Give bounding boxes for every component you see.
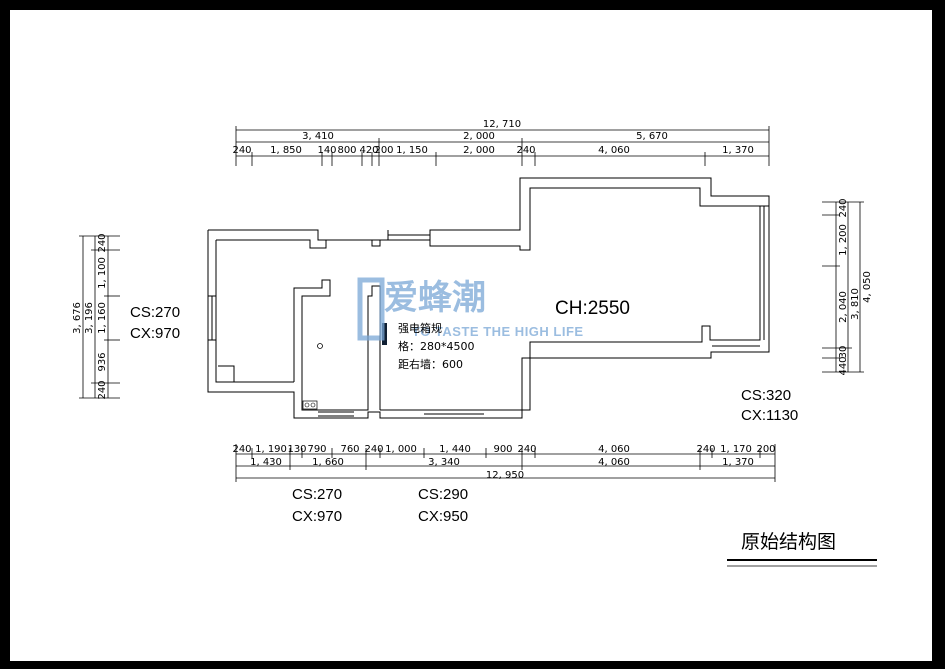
watermark-brand: 爱蜂潮 [384, 278, 486, 318]
dim-top-r1-c: 5, 670 [636, 131, 668, 142]
dim-right-1: 240 [838, 198, 849, 217]
dim-top-r2-5: 420 [359, 145, 378, 156]
dim-bot-r2-3: 3, 340 [428, 457, 460, 468]
panel-note-line1: 强电箱规 [398, 321, 442, 335]
floor-drain-icon [317, 343, 323, 349]
dim-right-5: 4, 050 [862, 271, 873, 303]
gas-meter-icon [302, 400, 318, 410]
dim-left-3: 240 [97, 233, 108, 252]
dim-left-4: 1, 100 [97, 257, 108, 289]
dim-bot-r1-5: 760 [340, 444, 359, 455]
watermark-slogan: TO TASTE THE HIGH LIFE [412, 324, 584, 339]
drawing-sheet [10, 10, 932, 661]
dim-top-r1-b: 2, 000 [463, 131, 495, 142]
right-window-cx: CX:1130 [741, 407, 798, 424]
dim-top-r2-1: 240 [232, 145, 251, 156]
dim-bot-r1-11: 4, 060 [598, 444, 630, 455]
dim-top-r1-a: 3, 410 [302, 131, 334, 142]
dim-left-6: 936 [97, 352, 108, 371]
dim-left-5: 1, 160 [97, 302, 108, 334]
dim-right-7: 30 [838, 346, 849, 359]
dim-bot-r2-1: 1, 430 [250, 457, 282, 468]
dim-top-r2-2: 1, 850 [270, 145, 302, 156]
bottom-window2-cx: CX:950 [418, 508, 468, 525]
dim-right-2: 1, 200 [838, 224, 849, 256]
dim-right-6: 440 [838, 356, 849, 375]
dim-top-r2-9: 240 [516, 145, 535, 156]
drawing-title: 原始结构图 [741, 531, 836, 553]
bottom-dimension-chain: 240 1, 190 130 790 760 240 1, 000 1, 440… [232, 444, 776, 482]
right-window-cs: CS:320 [741, 387, 791, 404]
ceiling-height-label: CH:2550 [555, 298, 630, 319]
panel-note-line3: 距右墙：600 [398, 357, 463, 371]
dim-bot-r1-14: 200 [756, 444, 775, 455]
dim-bot-r1-12: 240 [696, 444, 715, 455]
dim-top-r2-4: 800 [337, 145, 356, 156]
dim-top-r2-6: 200 [374, 145, 393, 156]
dim-top-overall: 12, 710 [483, 119, 521, 130]
dim-bot-r1-10: 240 [517, 444, 536, 455]
dim-bot-r2-5: 1, 370 [722, 457, 754, 468]
dim-top-r2-8: 2, 000 [463, 145, 495, 156]
top-dimension-chain: 12, 710 3, 410 2, 000 5, 670 240 1, 850 … [232, 119, 770, 166]
dim-top-r2-10: 4, 060 [598, 145, 630, 156]
bottom-window1-cs: CS:270 [292, 486, 342, 503]
dim-left-1: 3, 676 [72, 302, 83, 334]
panel-note-line2: 格：280*4500 [398, 339, 475, 353]
dim-bot-r1-1: 240 [232, 444, 251, 455]
watermark-logo: 爱蜂潮 TO TASTE THE HIGH LIFE [357, 277, 584, 341]
dim-bot-r1-9: 900 [493, 444, 512, 455]
dim-bot-r1-7: 1, 000 [385, 444, 417, 455]
bottom-window1-cx: CX:970 [292, 508, 342, 525]
bottom-window2-cs: CS:290 [418, 486, 468, 503]
right-dimension-chain: 240 1, 200 2, 040 3, 810 4, 050 440 30 [822, 198, 873, 376]
dim-bot-r2-2: 1, 660 [312, 457, 344, 468]
dim-bot-overall: 12, 950 [486, 470, 524, 481]
dim-bot-r1-2: 1, 190 [255, 444, 287, 455]
walls [207, 177, 770, 419]
dim-bot-r1-13: 1, 170 [720, 444, 752, 455]
dim-top-r2-11: 1, 370 [722, 145, 754, 156]
dim-top-r2-3: 140 [317, 145, 336, 156]
dim-bot-r1-4: 790 [307, 444, 326, 455]
dim-bot-r2-4: 4, 060 [598, 457, 630, 468]
dim-left-7: 240 [97, 380, 108, 399]
dim-right-4: 3, 810 [850, 288, 861, 320]
dim-bot-r1-3: 130 [287, 444, 306, 455]
left-window-cx: CX:970 [130, 325, 180, 342]
dim-bot-r1-6: 240 [364, 444, 383, 455]
dim-left-2: 3, 196 [84, 302, 95, 334]
dim-right-3: 2, 040 [838, 291, 849, 323]
left-window-cs: CS:270 [130, 304, 180, 321]
dim-top-r2-7: 1, 150 [396, 145, 428, 156]
dim-bot-r1-8: 1, 440 [439, 444, 471, 455]
left-dimension-chain: 3, 676 3, 196 240 1, 100 1, 160 936 240 [72, 233, 120, 400]
